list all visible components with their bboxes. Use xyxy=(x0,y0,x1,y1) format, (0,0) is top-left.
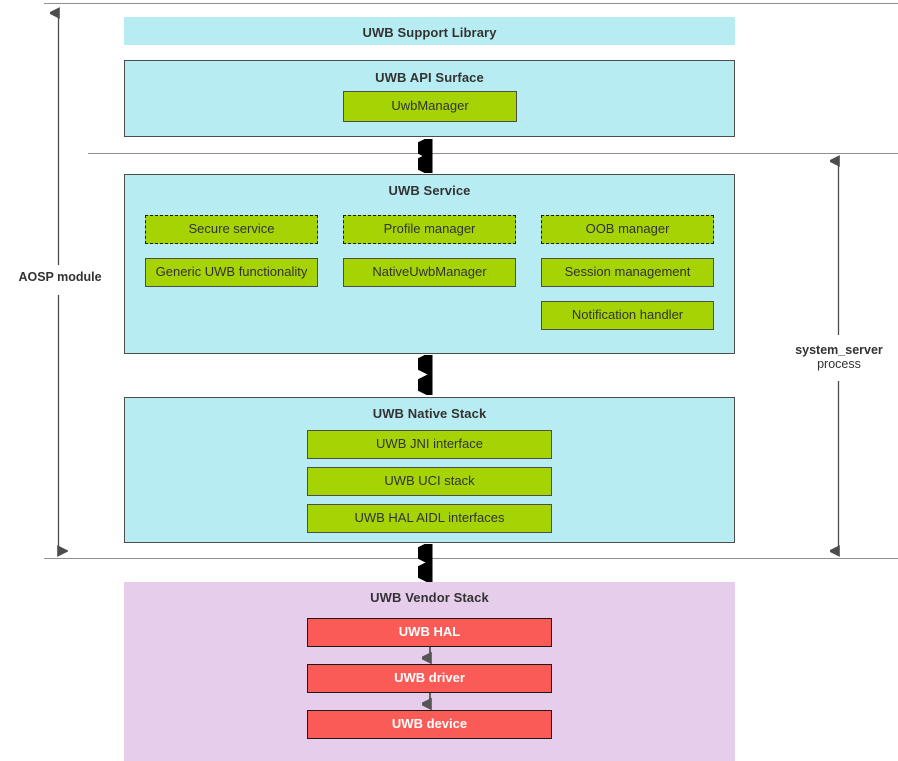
panel-title-support-library: UWB Support Library xyxy=(362,25,497,40)
arrow-native-to-vendor xyxy=(418,544,433,582)
box-uwb-hal[interactable]: UWB HAL xyxy=(307,618,552,647)
box-uwb-manager-label: UwbManager xyxy=(391,98,469,114)
box-oob-manager[interactable]: OOB manager xyxy=(541,215,714,244)
box-uwb-hal-label: UWB HAL xyxy=(398,624,461,640)
panel-title-uwb-service: UWB Service xyxy=(388,183,471,198)
arrow-driver-to-device xyxy=(422,693,432,710)
box-notification-handler-label: Notification handler xyxy=(571,307,684,323)
box-uwb-driver[interactable]: UWB driver xyxy=(307,664,552,693)
box-uwb-uci-stack[interactable]: UWB UCI stack xyxy=(307,467,552,496)
box-secure-service[interactable]: Secure service xyxy=(145,215,318,244)
box-uwb-hal-aidl-interfaces[interactable]: UWB HAL AIDL interfaces xyxy=(307,504,552,533)
panel-title-api-surface: UWB API Surface xyxy=(375,70,484,85)
system-server-label-rest: process xyxy=(817,357,861,371)
box-session-management[interactable]: Session management xyxy=(541,258,714,287)
box-uwb-device[interactable]: UWB device xyxy=(307,710,552,739)
box-native-uwb-manager-label: NativeUwbManager xyxy=(372,264,487,280)
box-secure-service-label: Secure service xyxy=(188,221,275,237)
aosp-module-bracket-arrow xyxy=(50,7,68,557)
box-uwb-driver-label: UWB driver xyxy=(394,670,465,686)
box-generic-uwb-functionality[interactable]: Generic UWB functionality xyxy=(145,258,318,287)
boundary-rule-api-service xyxy=(88,153,898,154)
boundary-rule-top xyxy=(44,3,898,4)
box-uwb-hal-aidl-interfaces-label: UWB HAL AIDL interfaces xyxy=(354,510,505,526)
box-uwb-manager[interactable]: UwbManager xyxy=(343,91,517,122)
box-uwb-jni-interface-label: UWB JNI interface xyxy=(376,436,483,452)
box-uwb-device-label: UWB device xyxy=(391,716,468,732)
box-native-uwb-manager[interactable]: NativeUwbManager xyxy=(343,258,516,287)
box-session-management-label: Session management xyxy=(564,264,691,280)
arrow-hal-to-driver xyxy=(422,647,432,664)
box-generic-uwb-functionality-label: Generic UWB functionality xyxy=(155,264,308,280)
box-uwb-jni-interface[interactable]: UWB JNI interface xyxy=(307,430,552,459)
arrow-service-to-native xyxy=(418,355,433,395)
box-uwb-uci-stack-label: UWB UCI stack xyxy=(384,473,475,489)
system-server-label-strong: system_server xyxy=(795,343,883,357)
panel-uwb-support-library: UWB Support Library xyxy=(124,17,735,45)
box-oob-manager-label: OOB manager xyxy=(585,221,670,237)
box-profile-manager-label: Profile manager xyxy=(383,221,476,237)
box-profile-manager[interactable]: Profile manager xyxy=(343,215,516,244)
system-server-bracket-arrow xyxy=(830,155,840,557)
panel-title-vendor-stack: UWB Vendor Stack xyxy=(370,590,489,605)
aosp-module-label-text: AOSP module xyxy=(18,270,102,284)
boundary-rule-bottom xyxy=(44,558,898,559)
system-server-label: system_server process xyxy=(764,343,898,371)
aosp-module-label: AOSP module xyxy=(4,270,116,284)
arrow-api-to-service xyxy=(418,139,433,173)
box-notification-handler[interactable]: Notification handler xyxy=(541,301,714,330)
panel-title-native-stack: UWB Native Stack xyxy=(372,406,487,421)
